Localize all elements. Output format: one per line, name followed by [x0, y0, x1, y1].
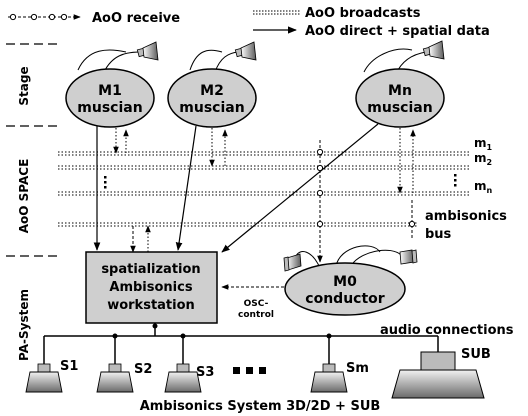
section-dividers — [6, 43, 58, 257]
section-label-aoo-space: AoO SPACE — [17, 159, 31, 234]
bus-ellipsis-dots — [104, 174, 457, 189]
conductor-monitors — [283, 245, 418, 272]
musician-id: M1 — [98, 83, 122, 99]
ambisonics-bus-label-line2: bus — [425, 227, 452, 242]
conductor-node-m0: M0 conductor — [284, 262, 406, 316]
musician-id: M2 — [200, 83, 224, 99]
speaker-label-s1: S1 — [60, 359, 78, 374]
bus-label-mn: mn — [474, 179, 493, 195]
spatialization-workstation: spatialization Ambisonics workstation — [85, 251, 218, 324]
speaker-icon-s2 — [96, 363, 134, 393]
legend-receive-line — [8, 13, 81, 21]
system-caption: Ambisonics System 3D/2D + SUB — [140, 399, 381, 414]
ambisonics-bus-label-line1: ambisonics — [425, 209, 507, 224]
subwoofer-icon — [391, 351, 485, 399]
bus-lines — [58, 151, 470, 227]
bus-label-m2: m2 — [474, 151, 492, 167]
musician-connections — [93, 123, 416, 253]
conductor-id: M0 — [333, 274, 357, 290]
monitor-speaker-icon-m1 — [77, 41, 159, 73]
musician-role: muscian — [179, 100, 244, 116]
workstation-label-line2: Ambisonics — [109, 280, 192, 295]
section-label-stage: Stage — [17, 66, 31, 105]
speaker-icon-sm — [310, 363, 348, 393]
monitor-speaker-icon-m2 — [189, 41, 257, 73]
speaker-ellipsis — [233, 367, 266, 374]
legend-receive-label: AoO receive — [92, 11, 180, 26]
conductor-receive-line — [316, 140, 324, 263]
musician-role: muscian — [77, 100, 142, 116]
legend-direct-label: AoO direct + spatial data — [305, 24, 490, 39]
section-label-pa-system: PA-System — [17, 289, 31, 361]
musician-node-m1: M1 muscian — [65, 68, 155, 128]
conductor-role: conductor — [305, 291, 384, 307]
pa-wiring — [43, 323, 439, 364]
legend-broadcast-line — [253, 10, 300, 15]
musician-node-mn: Mn muscian — [355, 68, 445, 128]
legend: AoO receive AoO broadcasts AoO direct + … — [8, 6, 490, 39]
workstation-label-line3: workstation — [107, 298, 195, 313]
speaker-label-sm: Sm — [346, 361, 369, 376]
osc-label-line2: control — [238, 310, 274, 320]
audio-connections-label: audio connections — [380, 323, 514, 338]
monitor-speaker-icon-mn — [363, 40, 445, 75]
speaker-label-s3: S3 — [196, 365, 214, 380]
musician-node-m2: M2 muscian — [167, 68, 257, 128]
bus-label-m1: m1 — [474, 136, 493, 152]
speaker-label-s2: S2 — [134, 362, 152, 377]
speaker-label-sub: SUB — [461, 347, 491, 362]
bus-receive-nodes — [408, 200, 416, 238]
workstation-label-line1: spatialization — [101, 262, 200, 277]
legend-broadcast-label: AoO broadcasts — [305, 6, 421, 21]
speaker-icon-s3 — [164, 363, 202, 393]
musician-id: Mn — [388, 83, 412, 99]
speaker-icon-s1 — [25, 363, 63, 393]
osc-label-line1: OSC- — [244, 299, 269, 309]
musician-role: muscian — [367, 100, 432, 116]
